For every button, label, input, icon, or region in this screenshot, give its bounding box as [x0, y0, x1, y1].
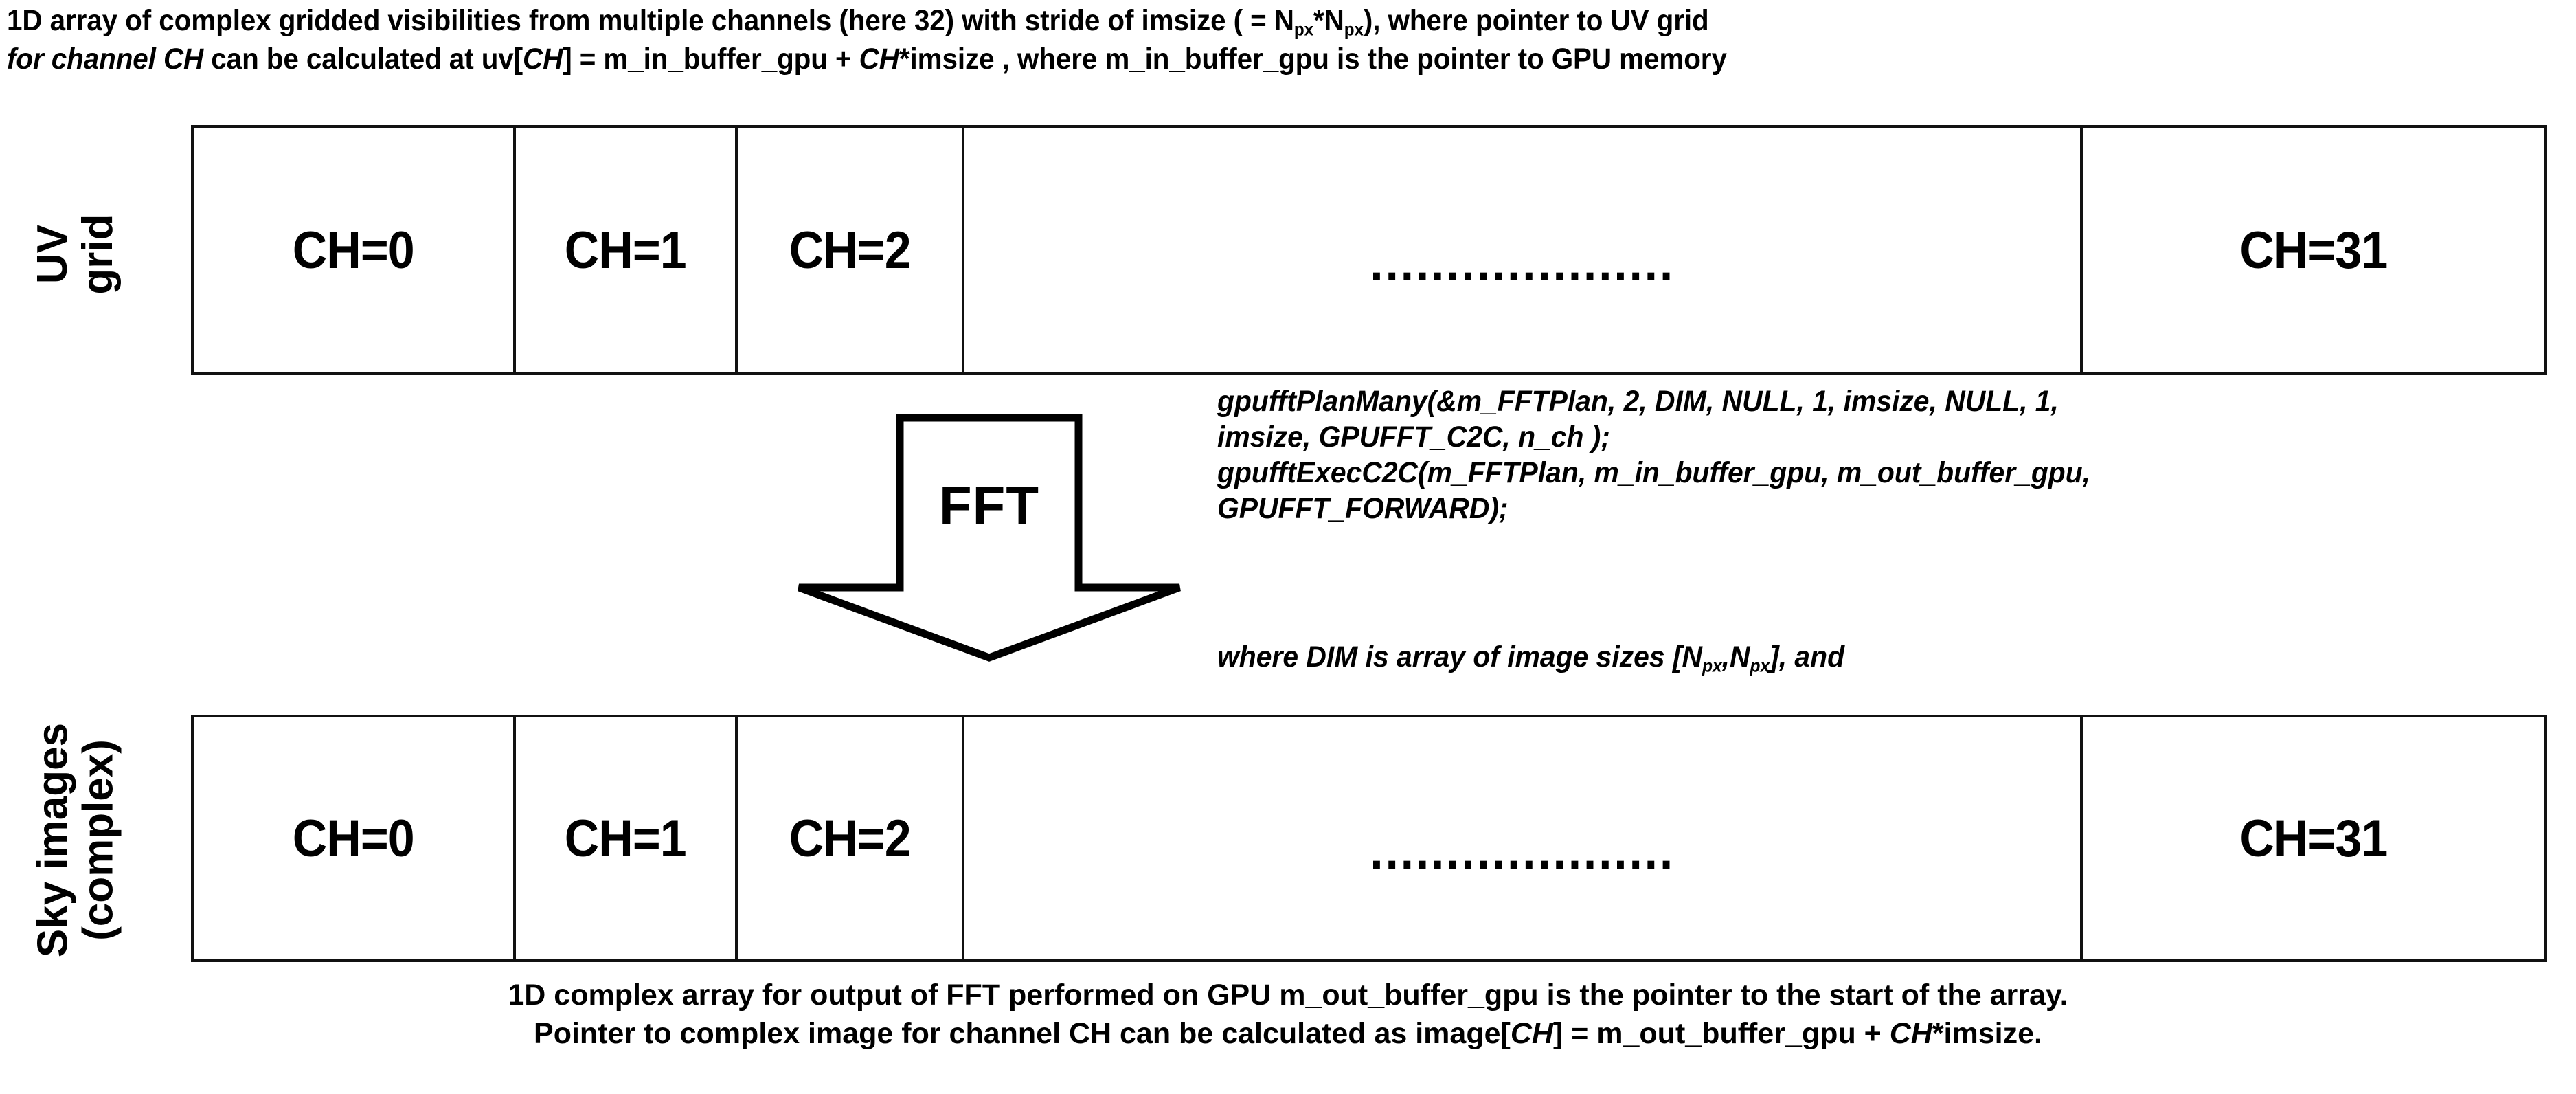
sky-cell-ellipsis: ....................	[964, 717, 2083, 959]
uv-cell-ch31-label: CH=31	[2239, 221, 2388, 280]
top-caption-line-2: for channel CH can be calculated at uv[C…	[7, 40, 2422, 78]
sky-images-label: (complex) Sky images	[0, 703, 198, 978]
sky-images-channel-strip: CH=0 CH=1 CH=2 .................... CH=3…	[191, 715, 2547, 962]
sky-cell-ch2[interactable]: CH=2	[738, 717, 964, 959]
uv-grid-label-stack: grid UV	[29, 214, 122, 295]
top-caption-line-1-part-b: *N	[1313, 4, 1344, 37]
sky-cell-ch1-label: CH=1	[564, 809, 687, 868]
uv-cell-ellipsis-label: ....................	[1370, 233, 1675, 292]
top-caption: 1D array of complex gridded visibilities…	[7, 1, 2576, 78]
uv-cell-ch2[interactable]: CH=2	[738, 128, 964, 372]
bottom-caption-line-2-part-a: Pointer to complex image for channel CH …	[534, 1017, 1511, 1050]
sky-cell-ellipsis-label: ....................	[1370, 821, 1675, 880]
sky-cell-ch31-label: CH=31	[2239, 809, 2388, 868]
sky-cell-ch1[interactable]: CH=1	[516, 717, 738, 959]
top-caption-line-1-part-a: 1D array of complex gridded visibilities…	[7, 4, 1294, 37]
top-caption-line-1-sub-2: px	[1344, 20, 1364, 40]
sky-cell-ch0-label: CH=0	[292, 809, 415, 868]
top-caption-line-2-part-e: CH	[859, 43, 899, 76]
uv-cell-ellipsis: ....................	[964, 128, 2083, 372]
sky-images-label-line-2: (complex)	[74, 739, 122, 941]
bottom-caption-line-2-part-d: CH	[1889, 1017, 1932, 1050]
code-line-4: GPUFFT_FORWARD);	[1217, 492, 1509, 525]
uv-grid-label-line-1: UV	[29, 224, 76, 284]
fft-code-snippet: gpufftPlanMany(&m_FFTPlan, 2, DIM, NULL,…	[1217, 383, 2564, 526]
code-note-part-b: ,N	[1721, 640, 1750, 673]
top-caption-line-2-part-c: CH	[523, 43, 563, 76]
uv-cell-ch0[interactable]: CH=0	[194, 128, 516, 372]
top-caption-line-1-sub-1: px	[1293, 20, 1314, 40]
bottom-caption-line-1: 1D complex array for output of FFT perfo…	[508, 979, 2068, 1012]
code-note: where DIM is array of image sizes [Npx,N…	[1217, 639, 2496, 676]
top-caption-line-1-part-c: ), where pointer to UV grid	[1363, 4, 1709, 37]
uv-cell-ch1[interactable]: CH=1	[516, 128, 738, 372]
code-note-part-a: where DIM is array of image sizes [N	[1217, 640, 1703, 673]
uv-cell-ch31[interactable]: CH=31	[2083, 128, 2544, 372]
fft-down-arrow-icon	[793, 412, 1185, 663]
bottom-caption: 1D complex array for output of FFT perfo…	[0, 976, 2576, 1053]
code-line-3: gpufftExecC2C(m_FFTPlan, m_in_buffer_gpu…	[1217, 456, 2091, 489]
code-line-1: gpufftPlanMany(&m_FFTPlan, 2, DIM, NULL,…	[1217, 385, 2059, 418]
uv-cell-ch1-label: CH=1	[564, 221, 687, 280]
uv-grid-channel-strip: CH=0 CH=1 CH=2 .................... CH=3…	[191, 125, 2547, 375]
top-caption-line-2-part-b: can be calculated at uv[	[203, 43, 523, 76]
bottom-caption-line-2-part-c: ] = m_out_buffer_gpu +	[1552, 1017, 1890, 1050]
sky-cell-ch2-label: CH=2	[789, 809, 911, 868]
uv-grid-label: grid UV	[0, 131, 189, 378]
sky-images-label-line-1: Sky images	[29, 722, 76, 958]
uv-grid-label-line-2: grid	[74, 214, 122, 295]
sky-images-label-stack: (complex) Sky images	[29, 722, 122, 958]
uv-cell-ch2-label: CH=2	[789, 221, 911, 280]
bottom-caption-line-2: Pointer to complex image for channel CH …	[0, 1014, 2576, 1053]
code-note-sub-1: px	[1702, 656, 1722, 676]
sky-cell-ch0[interactable]: CH=0	[194, 717, 516, 959]
bottom-caption-line-2-part-b: CH	[1510, 1017, 1553, 1050]
top-caption-line-2-part-f: *imsize , where m_in_buffer_gpu is the p…	[899, 43, 1727, 76]
code-line-2: imsize, GPUFFT_C2C, n_ch );	[1217, 421, 1611, 454]
sky-cell-ch31[interactable]: CH=31	[2083, 717, 2544, 959]
bottom-caption-line-2-part-e: *imsize.	[1932, 1017, 2042, 1050]
top-caption-line-1: 1D array of complex gridded visibilities…	[7, 1, 2422, 40]
top-caption-line-2-part-d: ] = m_in_buffer_gpu +	[563, 43, 859, 76]
code-note-sub-2: px	[1750, 656, 1770, 676]
code-note-part-c: ], and	[1770, 640, 1845, 673]
uv-cell-ch0-label: CH=0	[292, 221, 415, 280]
top-caption-line-2-part-a: for channel CH	[7, 43, 204, 76]
